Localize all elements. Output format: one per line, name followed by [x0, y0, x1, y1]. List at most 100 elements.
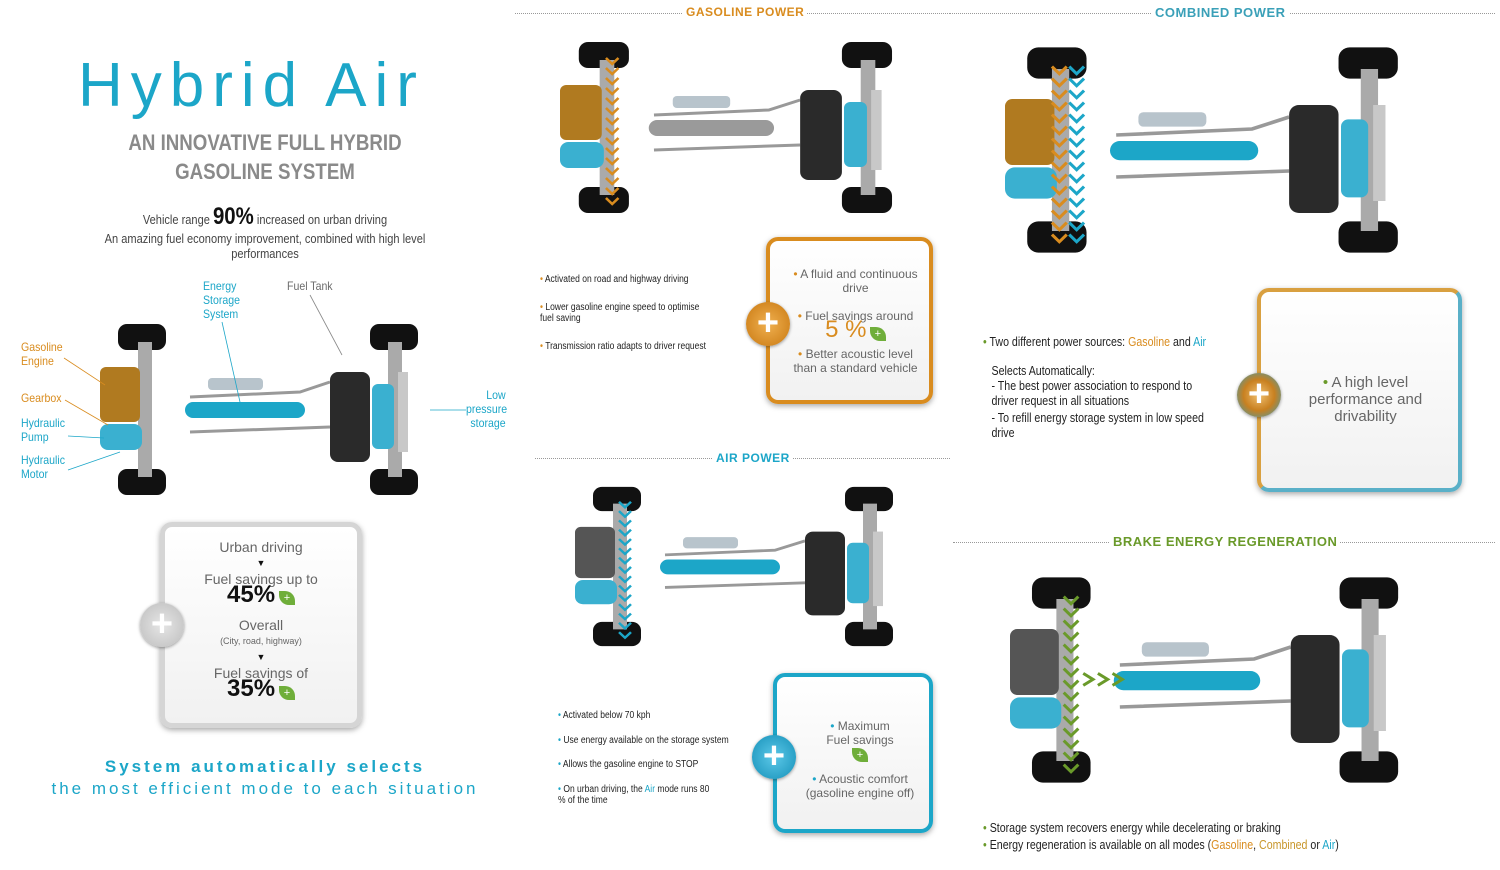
- fuel-tank: [1289, 105, 1339, 213]
- engine: [1005, 99, 1055, 165]
- flow-arrow: [605, 87, 620, 96]
- flow-arrow: [1050, 161, 1068, 172]
- brake-line2: Energy regeneration is available on all …: [989, 838, 1212, 852]
- wheel: [593, 621, 641, 647]
- flow-arrow: [1068, 125, 1086, 136]
- wheel: [1027, 221, 1087, 253]
- subtitle-line1: AN INNOVATIVE FULL HYBRID: [128, 130, 402, 155]
- flow-arrow: [1062, 667, 1080, 678]
- brake-line1: Storage system recovers energy while dec…: [989, 821, 1281, 835]
- chassis-diagram-main: [100, 322, 440, 497]
- engine: [100, 367, 140, 422]
- muffler: [208, 378, 263, 390]
- axle: [138, 342, 152, 477]
- hydraulic-unit: [100, 424, 142, 450]
- flow-arrow: [1062, 619, 1080, 630]
- low-pressure-tank: [847, 542, 869, 604]
- gasoline-bullet-text: Lower gasoline engine speed to optimise …: [540, 302, 700, 324]
- label-hydraulic-motor: Hydraulic Motor: [21, 453, 66, 481]
- flow-arrow: [1082, 672, 1126, 687]
- flow-arrow: [605, 57, 620, 66]
- flow-arrow: [1062, 679, 1080, 690]
- label-energy-storage: Energy Storage System: [203, 279, 240, 321]
- brake-text: • Storage system recovers energy while d…: [983, 821, 1339, 852]
- flow-arrow: [618, 603, 632, 612]
- overall-label: Overall: [238, 617, 284, 634]
- flow-arrow: [618, 575, 632, 584]
- engine: [575, 526, 615, 579]
- flow-arrow: [618, 584, 632, 593]
- air-bullet-text: mode runs 80 % of the time: [558, 784, 710, 806]
- overall-savings-label: Fuel savings of: [213, 665, 309, 682]
- flow-arrow: [1068, 185, 1086, 196]
- flow-arrow: [1068, 209, 1086, 220]
- flow-arrow: [1050, 197, 1068, 208]
- label-low-pressure: Low pressure storage: [466, 388, 508, 430]
- flow-arrow: [618, 528, 632, 537]
- flow-arrow: [1068, 137, 1086, 148]
- combined-line4: - To refill energy storage system in low…: [991, 411, 1204, 440]
- flow-arrow: [618, 510, 632, 519]
- label-hydraulic-pump: Hydraulic Pump: [21, 416, 66, 444]
- gasoline-benefit-2: Fuel savings around: [805, 309, 914, 323]
- flow-arrow: [618, 566, 632, 575]
- range-pre: Vehicle range: [142, 212, 210, 227]
- pipe: [1116, 115, 1290, 179]
- chassis-diagram-combined: [1005, 45, 1425, 255]
- low-pressure-cylinder: [873, 531, 883, 607]
- muffler: [672, 96, 731, 108]
- flow-arrow: [1062, 703, 1080, 714]
- urban-savings-pct: 45%: [227, 581, 276, 608]
- title-part1: Hybrid: [78, 51, 306, 120]
- flow-arrow: [605, 197, 620, 206]
- flow-arrow: [1068, 101, 1086, 112]
- label-gearbox: Gearbox: [21, 391, 62, 405]
- fuel-tank: [1290, 635, 1340, 743]
- range-text: Vehicle range 90% increased on urban dri…: [74, 203, 457, 261]
- chassis-diagram-brake: [1010, 575, 1425, 785]
- wheel: [118, 469, 166, 495]
- flow-arrow: [605, 127, 620, 136]
- gasoline-benefit-1: A fluid and continuous drive: [800, 267, 918, 295]
- flow-arrow: [605, 167, 620, 176]
- label-gasoline-engine: Gasoline Engine: [21, 340, 63, 368]
- flow-arrow: [1062, 631, 1080, 642]
- leaf-plus-icon: +: [278, 685, 295, 700]
- urban-driving-label: Urban driving: [219, 539, 303, 555]
- air-benefits-box: • Maximum Fuel savings + • Acoustic comf…: [773, 673, 933, 833]
- flow-arrow: [1068, 161, 1086, 172]
- hydraulic-unit: [1005, 167, 1057, 199]
- gasoline-highlight: Gasoline: [1211, 838, 1254, 852]
- flow-arrow: [618, 612, 632, 621]
- summary-box: Urban driving ▼ Fuel savings up to 45% +…: [160, 522, 362, 728]
- fuel-tank: [330, 372, 370, 462]
- air-bullet: • Activated below 70 kph: [558, 710, 651, 721]
- air-bullet: • Allows the gasoline engine to STOP: [558, 759, 699, 770]
- range-post: increased on urban driving: [256, 212, 388, 227]
- energy-storage-tank: [1110, 141, 1259, 161]
- flow-arrow: [618, 631, 632, 640]
- leaf-plus-icon: +: [852, 747, 868, 762]
- flow-arrow: [1068, 65, 1086, 76]
- leaf-plus-icon: +: [869, 326, 886, 341]
- combined-benefit: A high level performance and drivability: [1308, 374, 1423, 425]
- combined-line3: - The best power association to respond …: [991, 379, 1193, 408]
- fuel-tank: [805, 531, 845, 616]
- wheel: [118, 324, 166, 350]
- flow-arrow: [1062, 691, 1080, 702]
- arrow-down-icon: ▼: [256, 558, 266, 568]
- energy-storage-tank: [185, 402, 305, 418]
- air-highlight: Air: [1322, 838, 1336, 852]
- flow-arrow: [618, 519, 632, 528]
- low-pressure-cylinder: [1373, 635, 1386, 731]
- wheel: [370, 324, 418, 350]
- flow-arrow: [605, 77, 620, 86]
- muffler: [1138, 112, 1207, 127]
- flow-arrow: [618, 538, 632, 547]
- gasoline-benefits-box: • A fluid and continuous drive • Fuel sa…: [766, 237, 933, 404]
- low-pressure-tank: [1341, 119, 1369, 198]
- flow-arrow: [1050, 101, 1068, 112]
- flow-arrow: [1068, 113, 1086, 124]
- range-value: 90%: [212, 203, 254, 230]
